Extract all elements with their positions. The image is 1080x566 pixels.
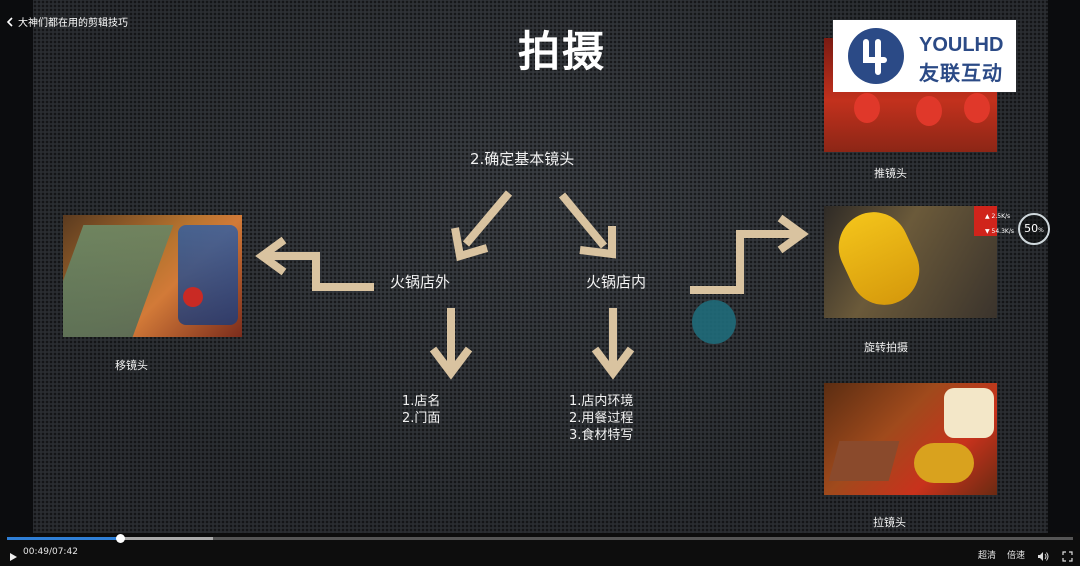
- upload-speed: 2.5: [991, 213, 1002, 220]
- arrow-down-right-head: [579, 226, 616, 259]
- inside-list: 1.店内环境 2.用餐过程 3.食材特写: [569, 393, 633, 444]
- logo-text-cn: 友联互动: [919, 61, 1003, 85]
- video-title: 大神们都在用的剪辑技巧: [18, 18, 128, 29]
- download-arrow-icon: ▼: [985, 228, 990, 235]
- upload-arrow-icon: ▲: [985, 213, 990, 220]
- inside-label: 火锅店内: [586, 273, 647, 291]
- list-item: 3.食材特写: [569, 428, 634, 443]
- play-icon: [10, 553, 17, 561]
- back-button[interactable]: 大神们都在用的剪辑技巧: [6, 14, 128, 29]
- progress-bar[interactable]: [7, 537, 1073, 540]
- progress-played: [7, 537, 120, 540]
- fullscreen-button[interactable]: [1062, 547, 1073, 566]
- speed-badge: 50%: [1018, 213, 1050, 245]
- arrow-down-outside-head: [429, 346, 473, 380]
- outside-label: 火锅店外: [390, 273, 451, 291]
- arrow-down-right: [558, 192, 608, 249]
- volume-icon: [1038, 552, 1049, 561]
- list-item: 1.店内环境: [569, 394, 634, 409]
- arrow-down-left-head: [451, 227, 489, 262]
- list-item: 2.用餐过程: [569, 411, 634, 426]
- arrow-down-inside-head: [591, 346, 635, 380]
- arrow-step-right-head: [777, 214, 809, 254]
- fullscreen-icon: [1062, 551, 1073, 562]
- label-rotate-shot: 旋转拍摄: [864, 341, 908, 354]
- play-button[interactable]: [9, 547, 18, 566]
- progress-thumb[interactable]: [116, 534, 125, 543]
- download-speed: 54.3: [991, 228, 1005, 235]
- chevron-left-icon: [6, 16, 13, 27]
- outside-list: 1.店名 2.门面: [402, 393, 440, 427]
- badge-unit: %: [1038, 227, 1044, 234]
- network-speed-widget: ▲ 2.5K/s ▼ 54.3K/s: [985, 213, 1045, 243]
- playback-speed-button[interactable]: 倍速: [1007, 551, 1026, 561]
- badge-value: 50: [1024, 222, 1039, 235]
- flow-arrows: [255, 190, 809, 380]
- arrow-step-right: [690, 230, 796, 294]
- label-move-shot: 移镜头: [115, 359, 148, 372]
- arrow-down-left: [462, 190, 513, 247]
- label-pull-shot: 拉镜头: [873, 516, 906, 529]
- upload-unit: K/s: [1001, 213, 1011, 220]
- label-push-shot: 推镜头: [874, 167, 907, 180]
- cursor-indicator: [692, 300, 736, 344]
- volume-button[interactable]: [1037, 547, 1049, 566]
- photo-pull-shot: [824, 383, 997, 495]
- center-heading: 2.确定基本镜头: [470, 150, 575, 168]
- logo-mark-icon: [848, 28, 904, 84]
- youlhd-logo: YOULHD 友联互动: [833, 20, 1016, 92]
- logo-text-en: YOULHD: [919, 34, 1004, 56]
- duration: 07:42: [51, 547, 78, 557]
- photo-move-shot: [63, 215, 242, 337]
- list-item: 1.店名: [402, 394, 441, 409]
- arrow-step-left-head: [255, 236, 287, 276]
- arrow-step-left: [268, 252, 374, 291]
- time-display: 00:49/07:42: [23, 547, 78, 557]
- quality-button[interactable]: 超清: [978, 551, 997, 561]
- slide-title: 拍摄: [518, 27, 607, 76]
- list-item: 2.门面: [402, 411, 441, 426]
- download-unit: K/s: [1004, 228, 1014, 235]
- photo-rotate-shot: [824, 206, 997, 318]
- current-time: 00:49: [23, 547, 49, 557]
